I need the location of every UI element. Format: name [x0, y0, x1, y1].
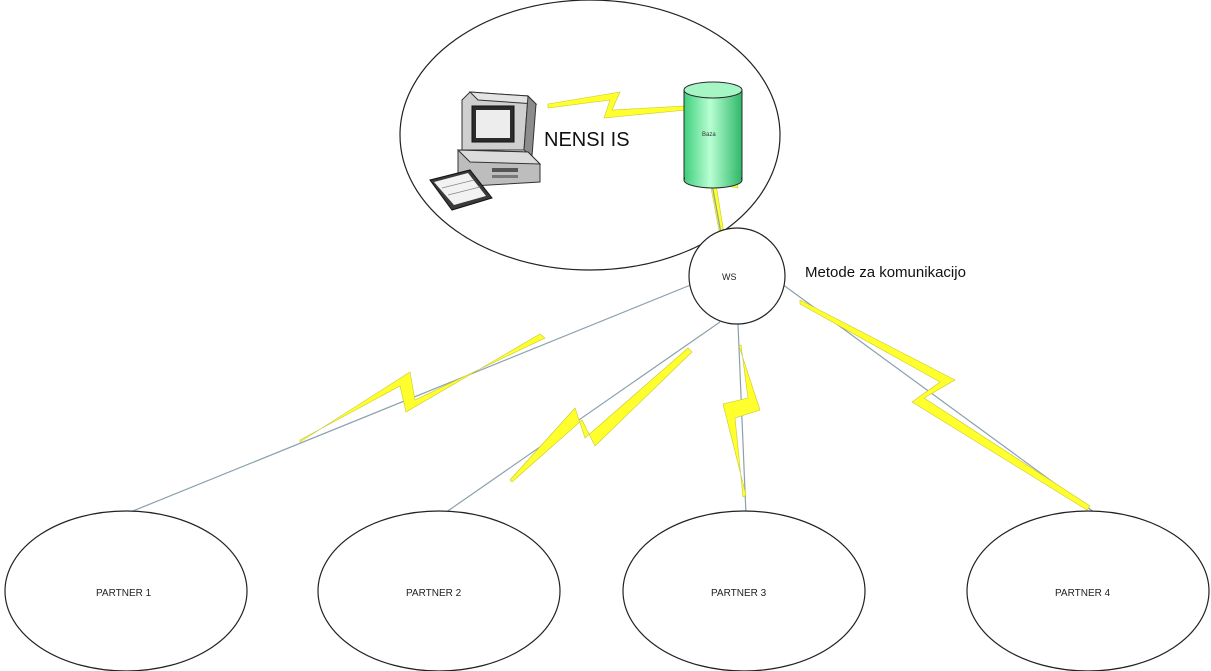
- web-service-label: WS: [722, 272, 737, 282]
- computer-workstation-icon: [429, 91, 542, 211]
- partner-label: PARTNER 3: [711, 588, 767, 599]
- partner-node: PARTNER 4: [966, 510, 1210, 671]
- connector-ws-partner-2: [441, 321, 721, 516]
- connector-ws-partner-3: [722, 323, 761, 516]
- system-label: NENSI IS: [544, 129, 630, 151]
- partner-node: PARTNER 3: [622, 510, 866, 671]
- system-boundary: [399, 0, 781, 271]
- partner-node: PARTNER 2: [317, 510, 561, 671]
- partner-node: PARTNER 1: [4, 510, 248, 671]
- partner-label: PARTNER 1: [96, 588, 152, 599]
- partner-label: PARTNER 2: [406, 588, 462, 599]
- connector-ws-partner-4: [781, 283, 1099, 516]
- web-service-node: [688, 227, 786, 325]
- lightning-bolt-icon: [299, 333, 546, 443]
- lightning-bolt-icon: [509, 347, 693, 483]
- database-cylinder-icon: Baza: [683, 81, 743, 189]
- connector-ws-partner-1: [122, 281, 699, 516]
- methods-label: Metode za komunikacijo: [805, 264, 966, 281]
- partner-label: PARTNER 4: [1055, 588, 1111, 599]
- database-label: Baza: [702, 132, 716, 138]
- lightning-bolt-icon: [799, 299, 1091, 511]
- lightning-bolt-icon: [722, 344, 761, 498]
